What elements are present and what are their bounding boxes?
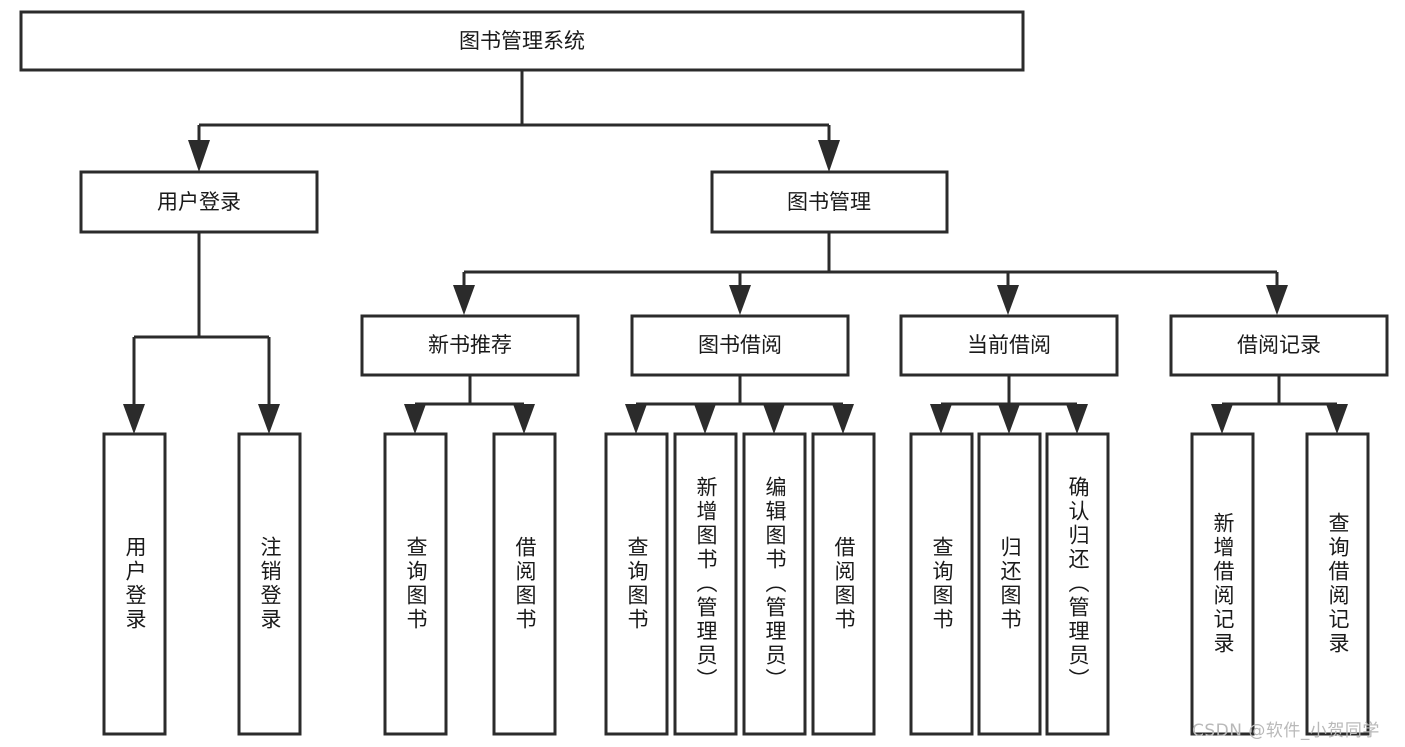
arrowhead-user-login <box>188 140 210 172</box>
node-user-login-label: 用户登录 <box>157 190 241 214</box>
node-new-book-recommend-box <box>360 314 580 377</box>
arrowhead-recommend <box>453 285 475 315</box>
node-root[interactable]: 图书管理系统 <box>19 10 1025 72</box>
leaf-box-borrow-book-2[interactable] <box>811 432 876 736</box>
arrowhead-leaf-user-login <box>123 404 145 434</box>
node-book-borrow-label: 图书借阅 <box>698 333 782 357</box>
node-user-login-box <box>79 170 319 234</box>
arrowhead-leaf-confirm-return <box>1066 404 1088 434</box>
node-book-manage[interactable]: 图书管理 <box>710 170 949 234</box>
arrowhead-record <box>1266 285 1288 315</box>
leaf-box-query-record[interactable] <box>1305 432 1370 736</box>
leaf-box-add-book[interactable] <box>673 432 738 736</box>
leaf-box-logout-login[interactable] <box>237 432 302 736</box>
arrowhead-leaf-query-book-1 <box>404 404 426 434</box>
node-book-borrow-box <box>630 314 850 377</box>
leaf-box-borrow-book-1[interactable] <box>492 432 557 736</box>
node-new-book-recommend[interactable]: 新书推荐 <box>360 314 580 377</box>
node-user-login[interactable]: 用户登录 <box>79 170 319 234</box>
leaf-box-query-book-2[interactable] <box>604 432 669 736</box>
arrowhead-leaf-return-book <box>998 404 1020 434</box>
leaf-box-add-record[interactable] <box>1190 432 1255 736</box>
leaf-box-edit-book[interactable] <box>742 432 807 736</box>
arrowhead-leaf-query-book-3 <box>930 404 952 434</box>
node-current-borrow-label: 当前借阅 <box>967 333 1051 357</box>
leaf-box-return-book[interactable] <box>977 432 1042 736</box>
node-book-manage-box <box>710 170 949 234</box>
arrowhead-current <box>997 285 1019 315</box>
arrowhead-leaf-add-book <box>694 404 716 434</box>
node-current-borrow-box <box>899 314 1119 377</box>
arrowhead-leaf-logout-login <box>258 404 280 434</box>
node-borrow-record-box <box>1169 314 1389 377</box>
arrowhead-borrow <box>729 285 751 315</box>
arrowhead-leaf-edit-book <box>763 404 785 434</box>
arrowhead-leaf-borrow-book-1 <box>513 404 535 434</box>
leaf-box-query-book-3[interactable] <box>909 432 974 736</box>
arrowhead-book-manage <box>818 140 840 172</box>
node-book-manage-label: 图书管理 <box>787 190 871 214</box>
leaf-box-user-login[interactable] <box>102 432 167 736</box>
node-book-borrow[interactable]: 图书借阅 <box>630 314 850 377</box>
arrowhead-leaf-query-book-2 <box>625 404 647 434</box>
leaf-box-confirm-return[interactable] <box>1045 432 1110 736</box>
csdn-watermark: CSDN @软件_小贺同学 <box>1192 721 1380 741</box>
arrowhead-leaf-borrow-book-2 <box>832 404 854 434</box>
node-borrow-record[interactable]: 借阅记录 <box>1169 314 1389 377</box>
node-root-label: 图书管理系统 <box>459 29 585 53</box>
node-root-box <box>19 10 1025 72</box>
leaf-box-query-book-1[interactable] <box>383 432 448 736</box>
arrowhead-leaf-query-record <box>1326 404 1348 434</box>
arrowhead-leaf-add-record <box>1211 404 1233 434</box>
node-borrow-record-label: 借阅记录 <box>1237 333 1321 357</box>
node-current-borrow[interactable]: 当前借阅 <box>899 314 1119 377</box>
node-new-book-recommend-label: 新书推荐 <box>428 333 512 357</box>
